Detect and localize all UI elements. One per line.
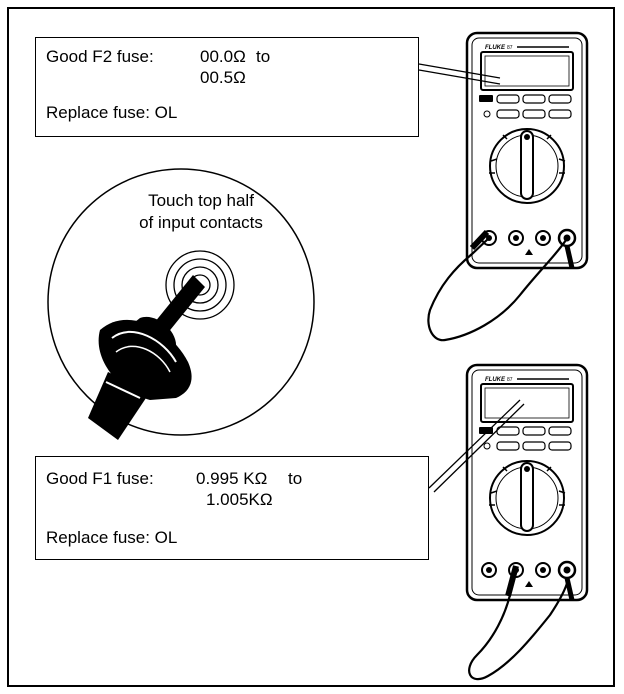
f2-replace-fuse: Replace fuse: OL	[46, 103, 178, 122]
f1-fuse-label: Good F1 fuse:	[46, 469, 154, 488]
contact-closeup-inset	[47, 168, 315, 440]
probe-handle	[88, 372, 150, 440]
multimeter-top	[427, 31, 589, 342]
multimeter-bottom	[465, 363, 589, 681]
f2-fuse-to: to	[256, 47, 271, 66]
f2-fuse-label: Good F2 fuse:	[46, 47, 154, 66]
f1-fuse-low-value: 0.995 KΩ	[196, 469, 268, 488]
f1-fuse-high-value: 1.005KΩ	[206, 490, 273, 509]
figure-frame	[7, 7, 615, 687]
inset-caption-line2: of input contacts	[139, 213, 263, 232]
f2-fuse-low-value: 00.0Ω	[200, 47, 246, 66]
f2-fuse-callout: Good F2 fuse: 00.0Ω to 00.5Ω Replace fus…	[35, 37, 419, 137]
f1-replace-fuse: Replace fuse: OL	[46, 528, 178, 547]
inset-caption-line1: Touch top half	[148, 191, 254, 210]
f2-leader-line	[418, 63, 501, 79]
f1-fuse-to: to	[288, 469, 303, 488]
f2-fuse-high-value: 00.5Ω	[200, 68, 246, 87]
f1-fuse-callout: Good F1 fuse: 0.995 KΩ to 1.005KΩ Replac…	[35, 456, 429, 560]
f1-leader-line	[428, 399, 521, 489]
